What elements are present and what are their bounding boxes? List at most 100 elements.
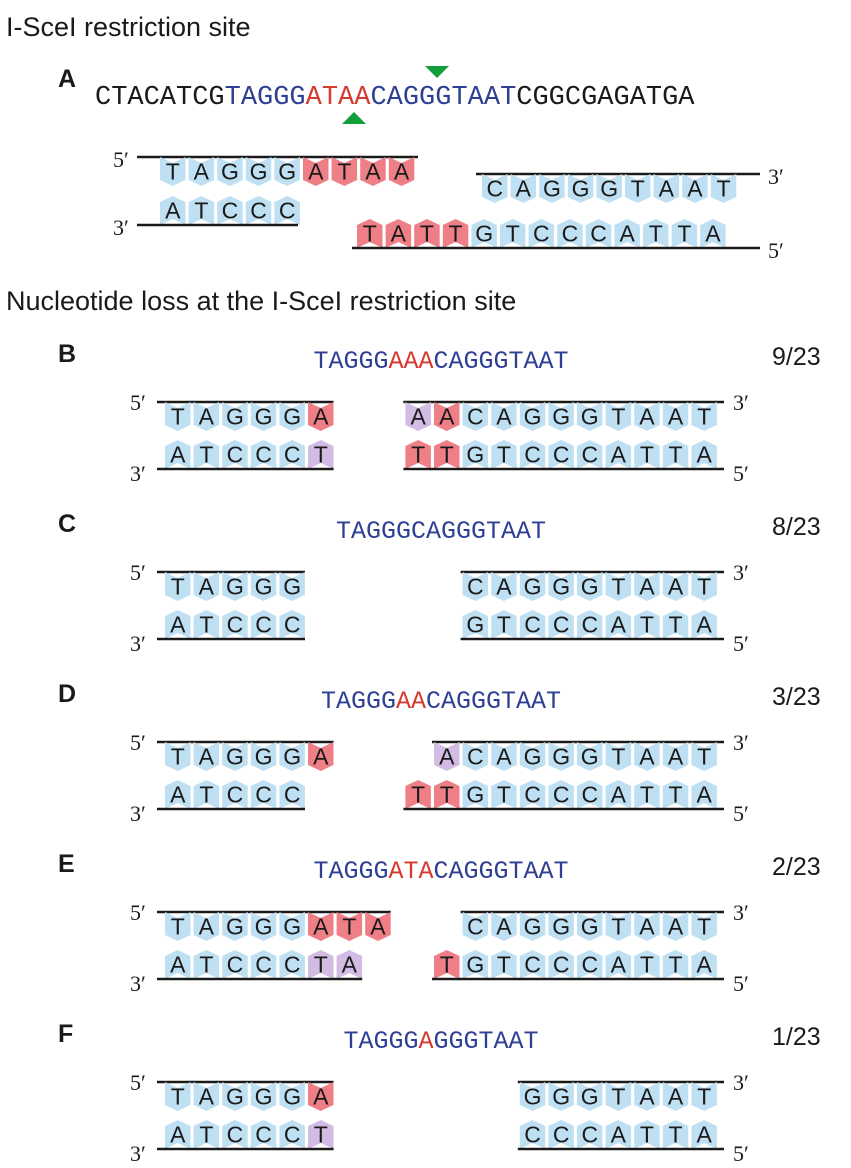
panel-label-f: F [58,1020,73,1048]
d-right-top-tile [634,742,660,771]
f-left-top-tile [222,1082,248,1111]
b-right-top-base: G [581,404,599,430]
f-right-bottom-base: C [524,1122,541,1148]
d-right-top-base: G [552,744,570,770]
a-right-bottom-base: C [590,221,607,247]
f-right-top-tile [662,1082,689,1111]
five-prime-label: 5′ [130,730,146,755]
c-right-top-tile [691,572,717,601]
a-right-top-tile [653,174,680,203]
e-left-top-base: T [342,914,356,940]
b-right-top-tile [548,402,574,431]
e-right-top-base: G [524,914,542,940]
panel-label-b: B [58,340,76,368]
a-right-bottom-tile [671,219,698,248]
f-right-top-base: A [668,1084,684,1110]
c-left-top-tile [222,572,248,601]
e-left-top-base: A [370,914,386,940]
a-right-top-base: A [687,176,703,202]
panel-label-d: D [58,680,76,708]
c-right-top-base: A [496,574,512,600]
e-right-bottom-base: A [696,952,712,978]
f-left-bottom-base: C [284,1122,301,1148]
panel-a-sequence-segment-red: ATAA [306,83,372,113]
d-right-bottom-tile [662,780,689,809]
a-right-bottom-base: T [677,221,691,247]
panel-c-count: 8/23 [772,513,821,541]
b-right-bottom-base: A [696,442,712,468]
e-right-bottom-base: T [669,952,683,978]
c-right-top-base: C [467,574,484,600]
e-right-bottom-base: G [466,952,484,978]
a-right-top-base: G [600,176,618,202]
f-right-bottom-tile [605,1120,632,1149]
panel-e-sequence: TAGGGATACAGGGTAAT [313,857,568,886]
d-right-top-base: A [439,744,455,770]
e-right-bottom-tile [462,950,489,979]
three-prime-label: 3′ [768,164,784,189]
five-prime-label: 5′ [733,631,749,656]
panel-b-sequence: TAGGGAAACAGGGTAAT [313,347,568,376]
f-right-top-base: G [524,1084,542,1110]
d-left-top-base: G [226,744,244,770]
b-right-top-tile [491,402,517,431]
c-right-top-tile [548,572,574,601]
e-left-top-tile [308,912,334,941]
e-left-top-tile [250,912,277,941]
e-left-top-base: A [313,914,329,940]
panel-c-sequence-segment-blue: TAGGGCAGGGTAAT [336,517,546,546]
b-left-top-base: A [313,404,329,430]
b-right-top-base: A [668,404,684,430]
d-right-top-tile [519,742,546,771]
e-left-bottom-tile [279,950,305,979]
c-right-top-base: G [581,574,599,600]
b-right-top-base: T [697,404,711,430]
d-left-top-tile [222,742,248,771]
a-right-bottom-base: C [533,221,550,247]
a-left-top-base: T [166,159,180,185]
d-right-bottom-base: T [440,782,454,808]
d-right-bottom-tile [519,780,546,809]
b-right-bottom-base: T [497,442,511,468]
panel-a-sequence-segment-black: CGGCGAGATGA [516,83,695,113]
d-right-bottom-tile [405,780,431,809]
b-right-bottom-tile [605,440,632,469]
panel-a-sequence-segment-blue: CAGGGTAAT [370,83,516,113]
b-right-bottom-tile [691,440,717,469]
panel-b-sequence-segment-blue: TAGGG [313,347,388,376]
b-right-bottom-base: G [466,442,484,468]
b-left-bottom-tile [165,440,191,469]
f-left-bottom-base: C [227,1122,244,1148]
c-left-top-base: A [199,574,215,600]
five-prime-label: 5′ [130,1070,146,1095]
five-prime-label: 5′ [130,390,146,415]
a-left-top-base: G [278,159,296,185]
e-right-top-base: A [496,914,512,940]
panel-e-sequence-segment-blue: TAGGG [313,857,388,886]
panel-b-count: 9/23 [772,343,821,371]
d-right-bottom-base: A [611,782,627,808]
e-right-bottom-tile [605,950,632,979]
d-right-top-tile [662,742,689,771]
c-right-top-base: G [552,574,570,600]
b-right-top-tile [691,402,717,431]
e-left-bottom-tile [308,950,334,979]
e-right-bottom-tile [662,950,689,979]
e-right-top-base: C [467,914,484,940]
d-right-top-base: T [697,744,711,770]
a-right-top-base: G [572,176,590,202]
e-left-top-base: G [283,914,301,940]
b-left-bottom-base: C [255,442,272,468]
d-right-top-tile [605,742,632,771]
d-right-bottom-base: C [553,782,570,808]
three-prime-label: 3′ [733,730,749,755]
a-right-bottom-base: A [391,221,407,247]
a-left-top-tile [303,157,329,186]
e-right-top-tile [691,912,717,941]
c-right-bottom-tile [577,610,603,639]
e-left-top-base: A [199,914,215,940]
f-right-top-tile [605,1082,632,1111]
three-prime-label: 3′ [130,631,146,656]
b-right-bottom-tile [434,440,460,469]
